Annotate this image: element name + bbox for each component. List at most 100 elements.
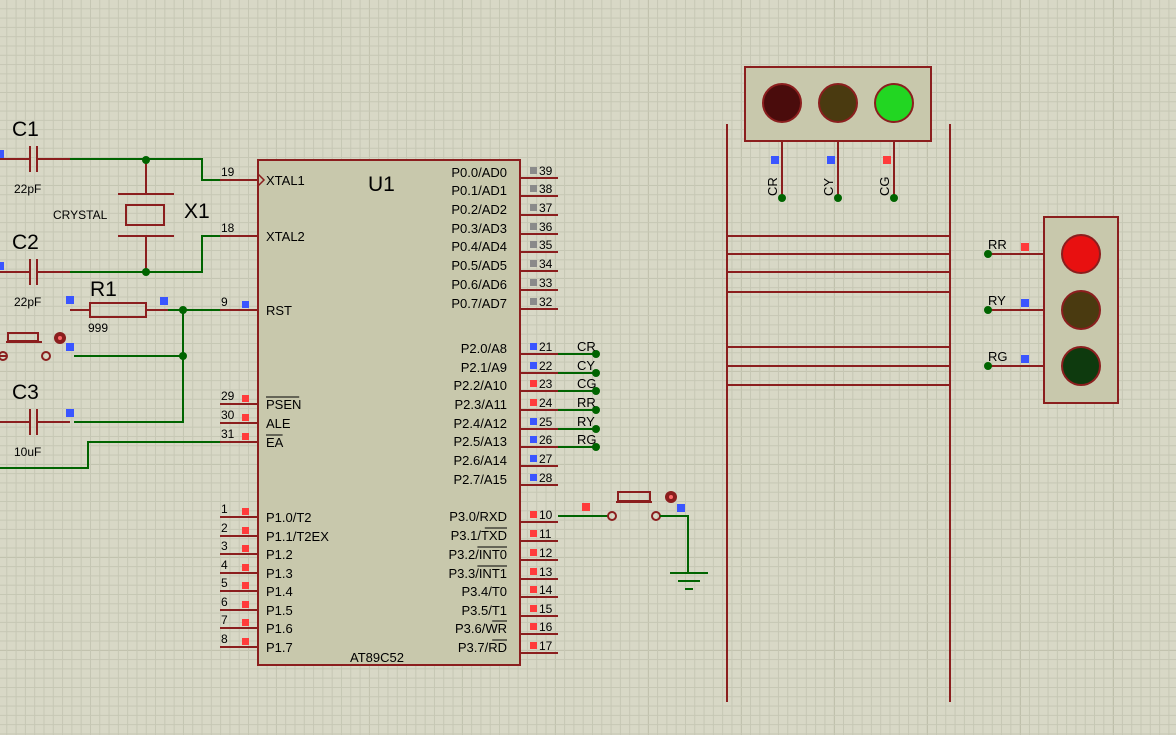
- pin-label: P0.0/AD0: [451, 165, 507, 180]
- pin-number: 18: [221, 221, 235, 235]
- mcu-left-pin-4[interactable]: 4P1.3: [220, 558, 293, 581]
- pin-label: XTAL1: [266, 173, 305, 188]
- mcu-left-pin-3[interactable]: 3P1.2: [220, 539, 293, 562]
- pin-label: P3.7/RD: [458, 640, 507, 655]
- light-pin-rr[interactable]: RR: [984, 237, 1044, 258]
- light-pin-cg[interactable]: CG: [877, 141, 898, 202]
- mcu-left-pin-1[interactable]: 1P1.0/T2: [220, 502, 312, 525]
- p30-button-marker-left: [582, 503, 590, 511]
- pin-number: 34: [539, 257, 553, 271]
- pin-label: P1.4: [266, 584, 293, 599]
- pin-number: 9: [221, 295, 228, 309]
- traffic-light-top[interactable]: CR CY CG: [744, 66, 932, 202]
- pin-marker: [530, 298, 537, 305]
- traffic-light-right[interactable]: RR RY RG: [984, 216, 1119, 404]
- resistor-r1[interactable]: R1 999: [70, 278, 168, 335]
- light-pin-ry[interactable]: RY: [984, 293, 1044, 314]
- capacitor-c3[interactable]: C3 10uF: [0, 381, 70, 459]
- light-pin-cy[interactable]: CY: [821, 141, 842, 202]
- pin-number: 10: [539, 508, 553, 522]
- c1-ref: C1: [12, 118, 39, 141]
- net-cr: CR: [558, 339, 600, 358]
- c3-value: 10uF: [14, 445, 41, 459]
- pin-number: 37: [539, 201, 553, 215]
- pin-marker: [530, 605, 537, 612]
- pin-number: 24: [539, 396, 553, 410]
- mcu-left-pin-2[interactable]: 2P1.1/T2EX: [220, 521, 329, 544]
- pin-marker: [1021, 299, 1029, 307]
- mcu-left-pin-8[interactable]: 8P1.7: [220, 632, 293, 655]
- capacitor-c2[interactable]: C2 22pF: [0, 231, 70, 309]
- pin-marker: [242, 527, 249, 534]
- pin-label: P0.6/AD6: [451, 277, 507, 292]
- mcu-left-pin-6[interactable]: 6P1.5: [220, 595, 293, 618]
- pin-number: 3: [221, 539, 228, 553]
- pin-label: P2.6/A14: [454, 453, 508, 468]
- pin-marker: [1021, 243, 1029, 251]
- pin-label: RR: [988, 237, 1007, 252]
- crystal-x1[interactable]: CRYSTAL X1: [53, 160, 210, 272]
- mcu-left-pin-5[interactable]: 5P1.4: [220, 576, 293, 599]
- pin-number: 1: [221, 502, 228, 516]
- light-pin-cr[interactable]: CR: [765, 141, 786, 202]
- c2-right-marker: [66, 296, 74, 304]
- light-pin-rg[interactable]: RG: [984, 349, 1044, 370]
- pin-marker: [530, 530, 537, 537]
- pin-marker: [242, 508, 249, 515]
- mcu-left-pin-7[interactable]: 7P1.6: [220, 613, 293, 636]
- bus-rails: [726, 124, 951, 702]
- capacitor-c1[interactable]: C1 22pF: [0, 118, 70, 196]
- pin-label: P3.2/INT0: [448, 547, 507, 562]
- p30-button[interactable]: [558, 491, 708, 590]
- pin-number: 16: [539, 620, 553, 634]
- pin-marker: [530, 399, 537, 406]
- pin-marker: [530, 511, 537, 518]
- pin-number: 13: [539, 565, 553, 579]
- pin-number: 8: [221, 632, 228, 646]
- pin-marker: [530, 380, 537, 387]
- lamp-red: [1061, 234, 1101, 274]
- pin-number: 19: [221, 165, 235, 179]
- pin-marker: [530, 204, 537, 211]
- lamp-dark-green: [1061, 346, 1101, 386]
- pin-number: 29: [221, 389, 235, 403]
- pin-marker: [242, 601, 249, 608]
- c2-pin-marker: [0, 262, 4, 270]
- mcu-u1[interactable]: U1 AT89C52 19XTAL118XTAL29RST29PSEN30ALE…: [220, 159, 559, 666]
- pin-label: P0.7/AD7: [451, 296, 507, 311]
- reset-button[interactable]: [0, 332, 66, 361]
